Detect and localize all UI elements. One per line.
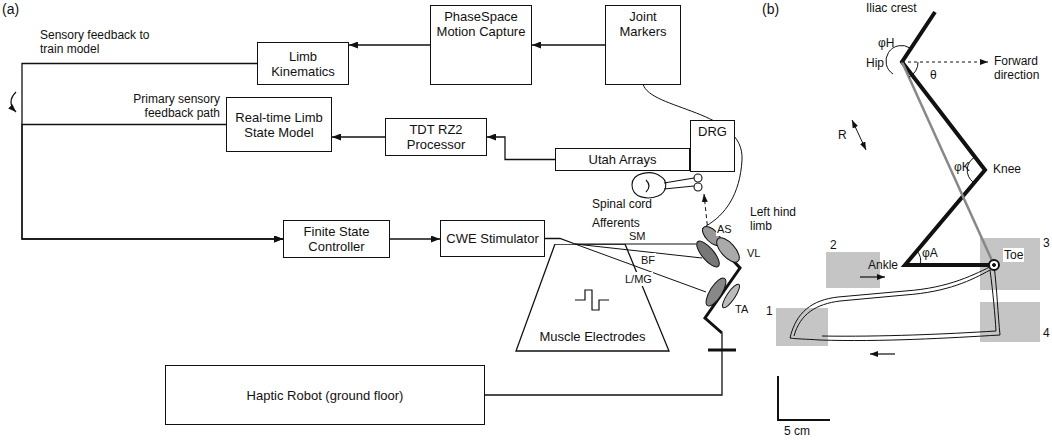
node-text: Muscle Electrodes <box>515 329 670 344</box>
angle-marks <box>886 45 988 265</box>
angle-label: φK <box>954 160 970 174</box>
direction-arrows <box>870 353 895 354</box>
radius-label: R <box>838 128 847 142</box>
node-text: CWE Stimulator <box>446 231 539 246</box>
muscle-label: L/MG <box>624 272 653 286</box>
zone-number: 4 <box>1043 326 1050 340</box>
robot-box: Haptic Robot (ground floor) <box>165 365 485 425</box>
process-box: Real-time Limb State Model <box>226 97 332 152</box>
spinal-cord-icon <box>646 180 649 192</box>
node-text: TDT RZ2 Processor <box>391 122 481 152</box>
anatomy-label: Iliac crest <box>866 1 917 15</box>
toe-trajectory <box>790 265 1000 341</box>
path-label: Sensory feedback to train model <box>40 28 160 56</box>
node-text: Finite State Controller <box>289 224 384 254</box>
angle-label: φA <box>922 246 938 260</box>
device-box: Utah Arrays <box>555 148 690 171</box>
pulse-symbol <box>575 290 609 310</box>
muscle-label: AS <box>716 222 733 236</box>
muscle-label: TA <box>734 302 749 316</box>
spinal-cord-icon <box>694 174 702 182</box>
connector-arrow <box>545 239 575 245</box>
device-box: CWE Stimulator <box>440 220 545 257</box>
joint-label: Toe <box>1003 248 1024 262</box>
device-box: PhaseSpace Motion Capture <box>430 5 532 85</box>
haptic-link <box>721 333 722 350</box>
stimulation-wires <box>575 244 706 292</box>
connector-arrow <box>487 137 555 160</box>
direction-arrows <box>860 277 895 354</box>
switch-symbol <box>11 92 16 112</box>
muscle-label: VL <box>746 246 761 260</box>
connector-arrow <box>390 238 440 239</box>
radius-arrow <box>852 120 866 150</box>
joint-label: Hip <box>866 56 884 70</box>
spinal-cord-icon <box>694 183 702 191</box>
toe-trajectory <box>794 270 996 336</box>
process-box: Limb Kinematics <box>257 42 349 85</box>
radius-arrow <box>852 120 866 150</box>
anatomy-label: Spinal cord <box>592 197 652 211</box>
node-text: Utah Arrays <box>561 152 684 167</box>
limb-drawing <box>693 238 723 270</box>
device-box: Joint Markers <box>605 5 681 85</box>
switch-symbol <box>11 92 16 112</box>
haptic-link <box>485 350 722 395</box>
toe-trajectory <box>790 265 1000 341</box>
pulse-symbol <box>575 290 609 310</box>
angle-marks <box>917 251 921 265</box>
node-text: Joint Markers <box>611 9 675 39</box>
path-label: Primary sensory feedback path <box>95 92 220 120</box>
process-box: Finite State Controller <box>283 220 390 258</box>
node-text: Real-time Limb State Model <box>232 110 326 140</box>
connector-arrow <box>349 44 430 45</box>
panel-letter: (a) <box>2 2 19 16</box>
leg-skeleton <box>902 62 994 265</box>
spinal-cord-icon <box>664 178 694 189</box>
stimulation-wires <box>575 244 706 292</box>
leg-skeleton <box>989 260 999 270</box>
direction-label: Forward direction <box>993 54 1052 82</box>
anatomy-label: Afferents <box>592 216 640 230</box>
leg-skeleton <box>902 12 999 270</box>
node-text: Limb Kinematics <box>263 49 343 79</box>
connector-arrow <box>532 44 605 45</box>
muscle-label: SM <box>628 229 647 243</box>
process-box: TDT RZ2 Processor <box>385 118 487 156</box>
target-zones <box>776 238 1040 346</box>
leg-skeleton <box>902 12 994 265</box>
scale-bar <box>778 376 830 420</box>
node-text: Haptic Robot (ground floor) <box>171 388 479 403</box>
direction-arrows <box>860 276 885 277</box>
spinal-cord-icon <box>632 173 702 198</box>
joint-label: Knee <box>993 162 1021 176</box>
muscle-label: BF <box>640 253 656 267</box>
trapezoid-outline <box>516 244 669 351</box>
joint-label: Ankle <box>868 258 898 272</box>
leg-skeleton <box>993 264 996 267</box>
angle-marks <box>909 62 918 77</box>
scale-label: 5 cm <box>784 424 810 438</box>
ganglion-box: DRG <box>690 120 735 172</box>
limb-drawing <box>693 223 743 333</box>
angle-marks <box>902 62 988 63</box>
node-text: PhaseSpace Motion Capture <box>436 9 526 39</box>
node-text: DRG <box>696 124 729 139</box>
zone-number: 1 <box>766 304 773 318</box>
zone-number: 2 <box>830 238 837 252</box>
angle-label: θ <box>930 68 937 82</box>
angle-label: φH <box>878 36 894 50</box>
scale-bar <box>778 376 830 420</box>
connector-arrow <box>332 136 385 137</box>
anatomy-label: Left hind limb <box>750 205 810 233</box>
panel-letter: (b) <box>762 2 779 16</box>
target-zones <box>980 238 1040 290</box>
spinal-cord-icon <box>632 173 666 198</box>
zone-number: 3 <box>1043 236 1050 250</box>
